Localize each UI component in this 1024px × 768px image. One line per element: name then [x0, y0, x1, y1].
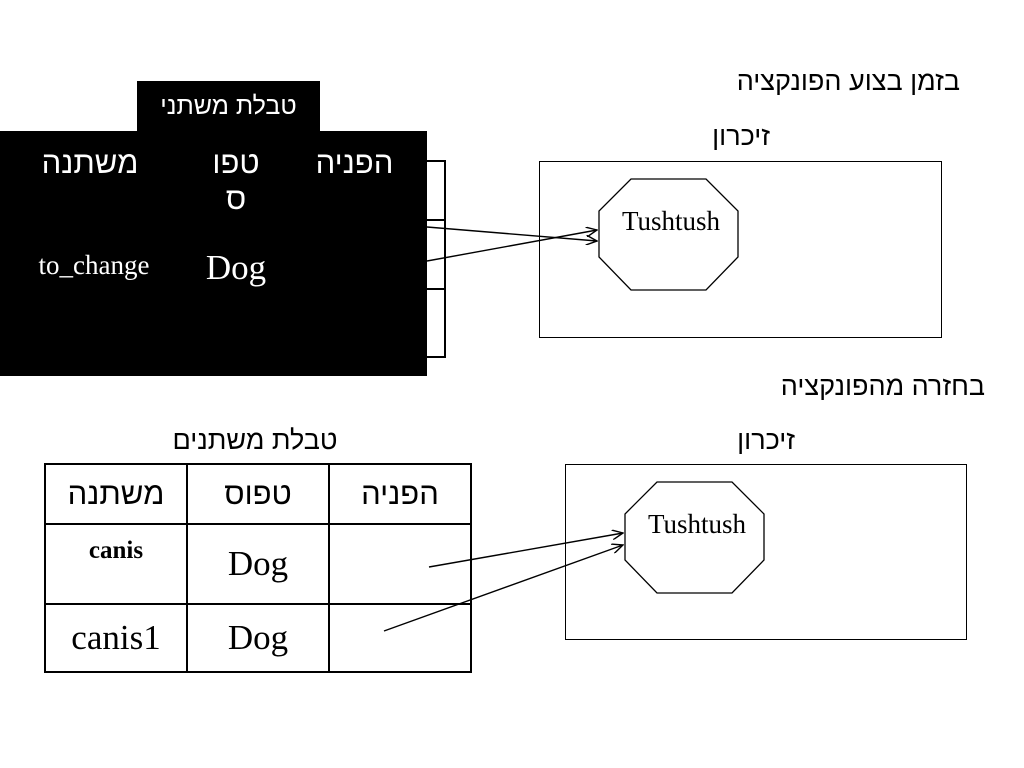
after-cell-variable: canis: [44, 523, 188, 605]
during-cell-type: Dog: [205, 248, 267, 287]
after-header-reference: הפניה: [328, 463, 472, 525]
during-cell-variable: to_change: [38, 250, 150, 280]
table-edge-row2: [427, 288, 446, 290]
during-table-title: טבלת משתני: [137, 81, 320, 131]
after-memory-box: [565, 464, 967, 640]
during-variable-table: משתנה טפו ס הפניה to_change Dog: [0, 131, 427, 376]
after-table-header-row: משתנה טפוס הפניה: [44, 463, 472, 525]
during-arrow-2: [426, 230, 597, 262]
after-table-title: טבלת משתנים: [172, 425, 338, 455]
after-memory-label: זיכרון: [737, 425, 795, 455]
after-object-octagon: [624, 481, 765, 594]
table-edge-right: [444, 160, 446, 358]
after-cell-type: Dog: [186, 603, 330, 673]
after-object-label: Tushtush: [647, 509, 747, 539]
after-cell-reference: [328, 603, 472, 673]
after-variable-table: משתנה טפוס הפניה canis Dog canis1 Dog: [44, 463, 472, 673]
after-caption: בחזרה מהפונקציה: [780, 371, 985, 401]
table-row: canis Dog: [44, 523, 472, 605]
during-memory-box: [539, 161, 942, 338]
after-arrow-2: [383, 545, 623, 632]
during-caption: בזמן בצוע הפונקציה: [736, 66, 960, 96]
during-arrow-1: [426, 226, 597, 241]
table-edge-top: [427, 160, 446, 162]
table-edge-bottom: [427, 356, 446, 358]
during-header-variable: משתנה: [41, 145, 139, 180]
table-edge-row1: [427, 219, 446, 221]
table-row: canis1 Dog: [44, 603, 472, 673]
during-object-label: Tushtush: [621, 206, 721, 236]
after-header-type: טפוס: [186, 463, 330, 525]
during-memory-label: זיכרון: [712, 121, 770, 151]
during-object-octagon: [598, 178, 739, 291]
after-header-variable: משתנה: [44, 463, 188, 525]
after-cell-variable: canis1: [44, 603, 188, 673]
after-cell-type: Dog: [186, 523, 330, 605]
during-header-reference: הפניה: [315, 145, 394, 180]
during-header-type: טפו ס: [212, 145, 260, 216]
after-arrow-1: [428, 533, 623, 568]
